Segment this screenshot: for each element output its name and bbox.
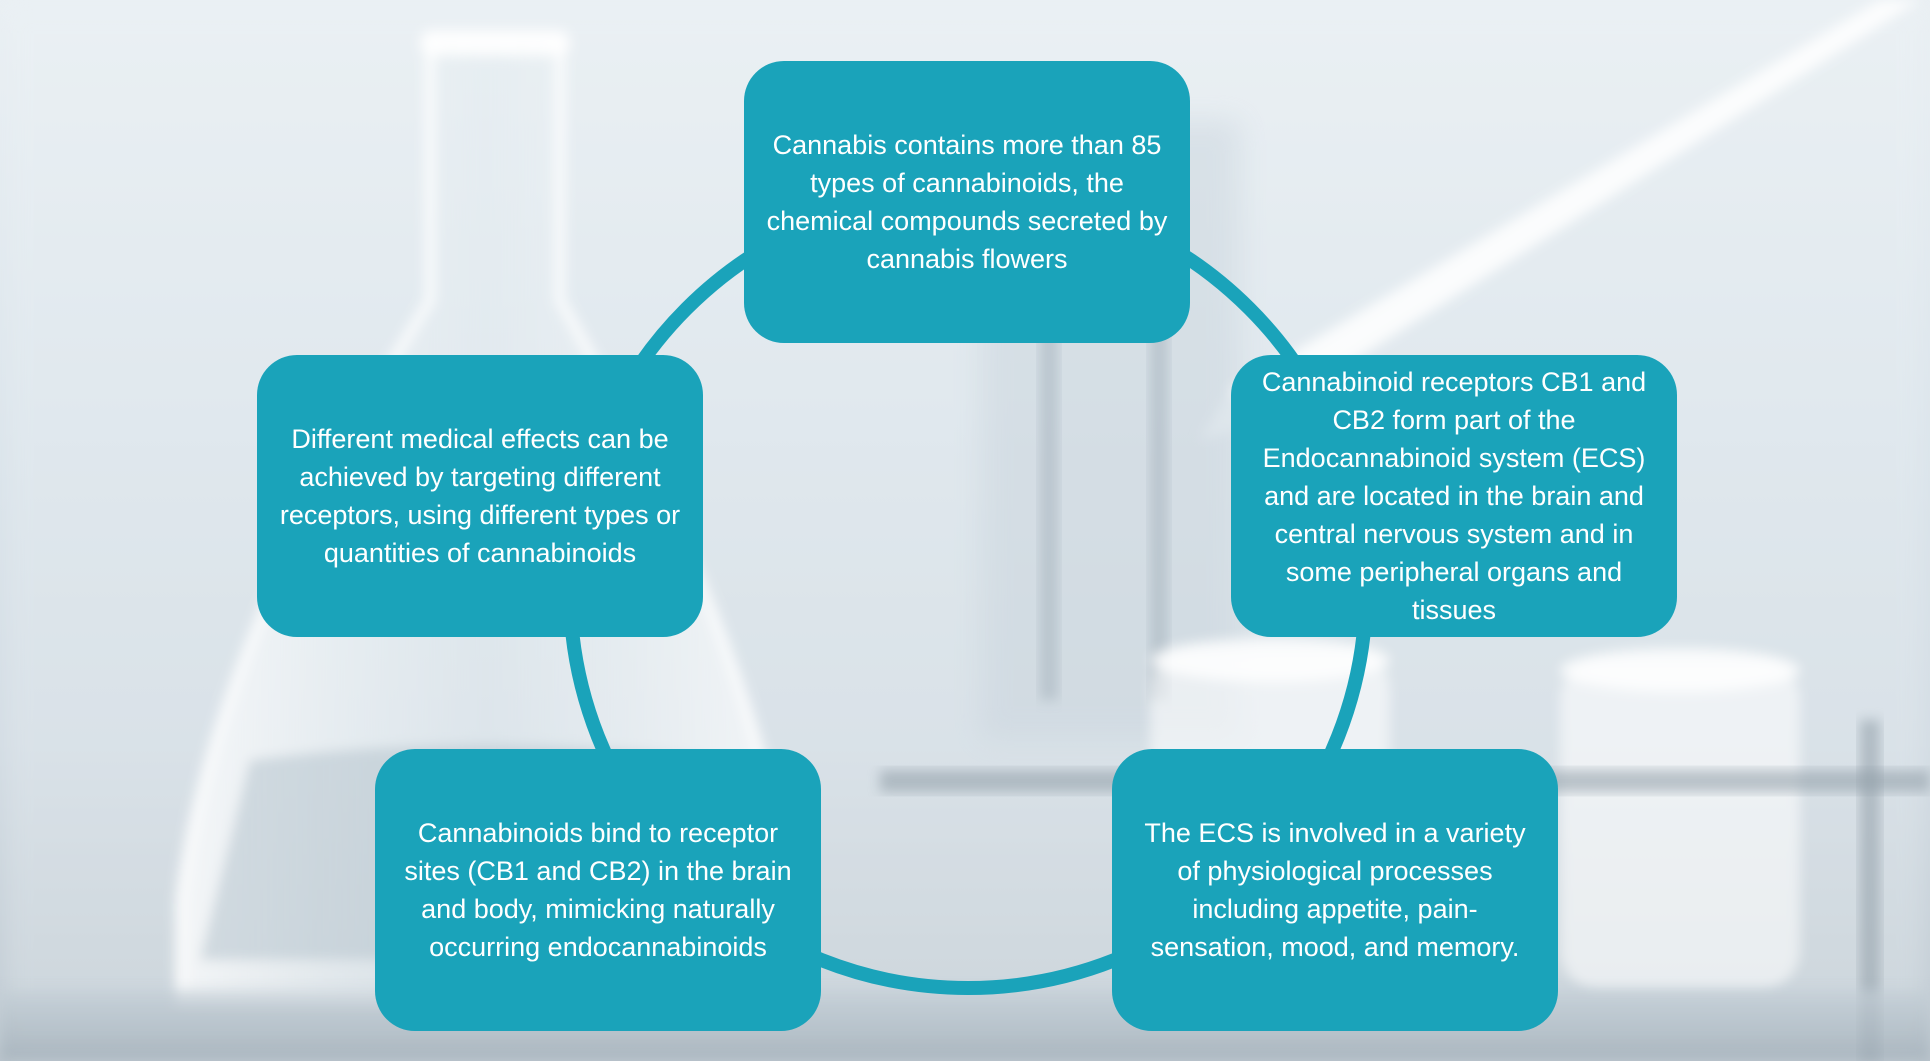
cycle-step-ecs-processes: The ECS is involved in a variety of phys…: [1112, 749, 1558, 1031]
cycle-step-text: Different medical effects can be achieve…: [279, 424, 681, 568]
cycle-step-binding: Cannabinoids bind to receptor sites (CB1…: [375, 749, 821, 1031]
cycle-step-cannabinoid-types: Cannabis contains more than 85 types of …: [744, 61, 1190, 343]
cycle-step-text: The ECS is involved in a variety of phys…: [1144, 818, 1526, 962]
cycle-step-receptors: Cannabinoid receptors CB1 and CB2 form p…: [1231, 355, 1677, 637]
cycle-step-medical-effects: Different medical effects can be achieve…: [257, 355, 703, 637]
cycle-step-text: Cannabinoid receptors CB1 and CB2 form p…: [1261, 367, 1647, 625]
cycle-step-text: Cannabis contains more than 85 types of …: [766, 130, 1168, 274]
cycle-step-text: Cannabinoids bind to receptor sites (CB1…: [404, 818, 792, 962]
